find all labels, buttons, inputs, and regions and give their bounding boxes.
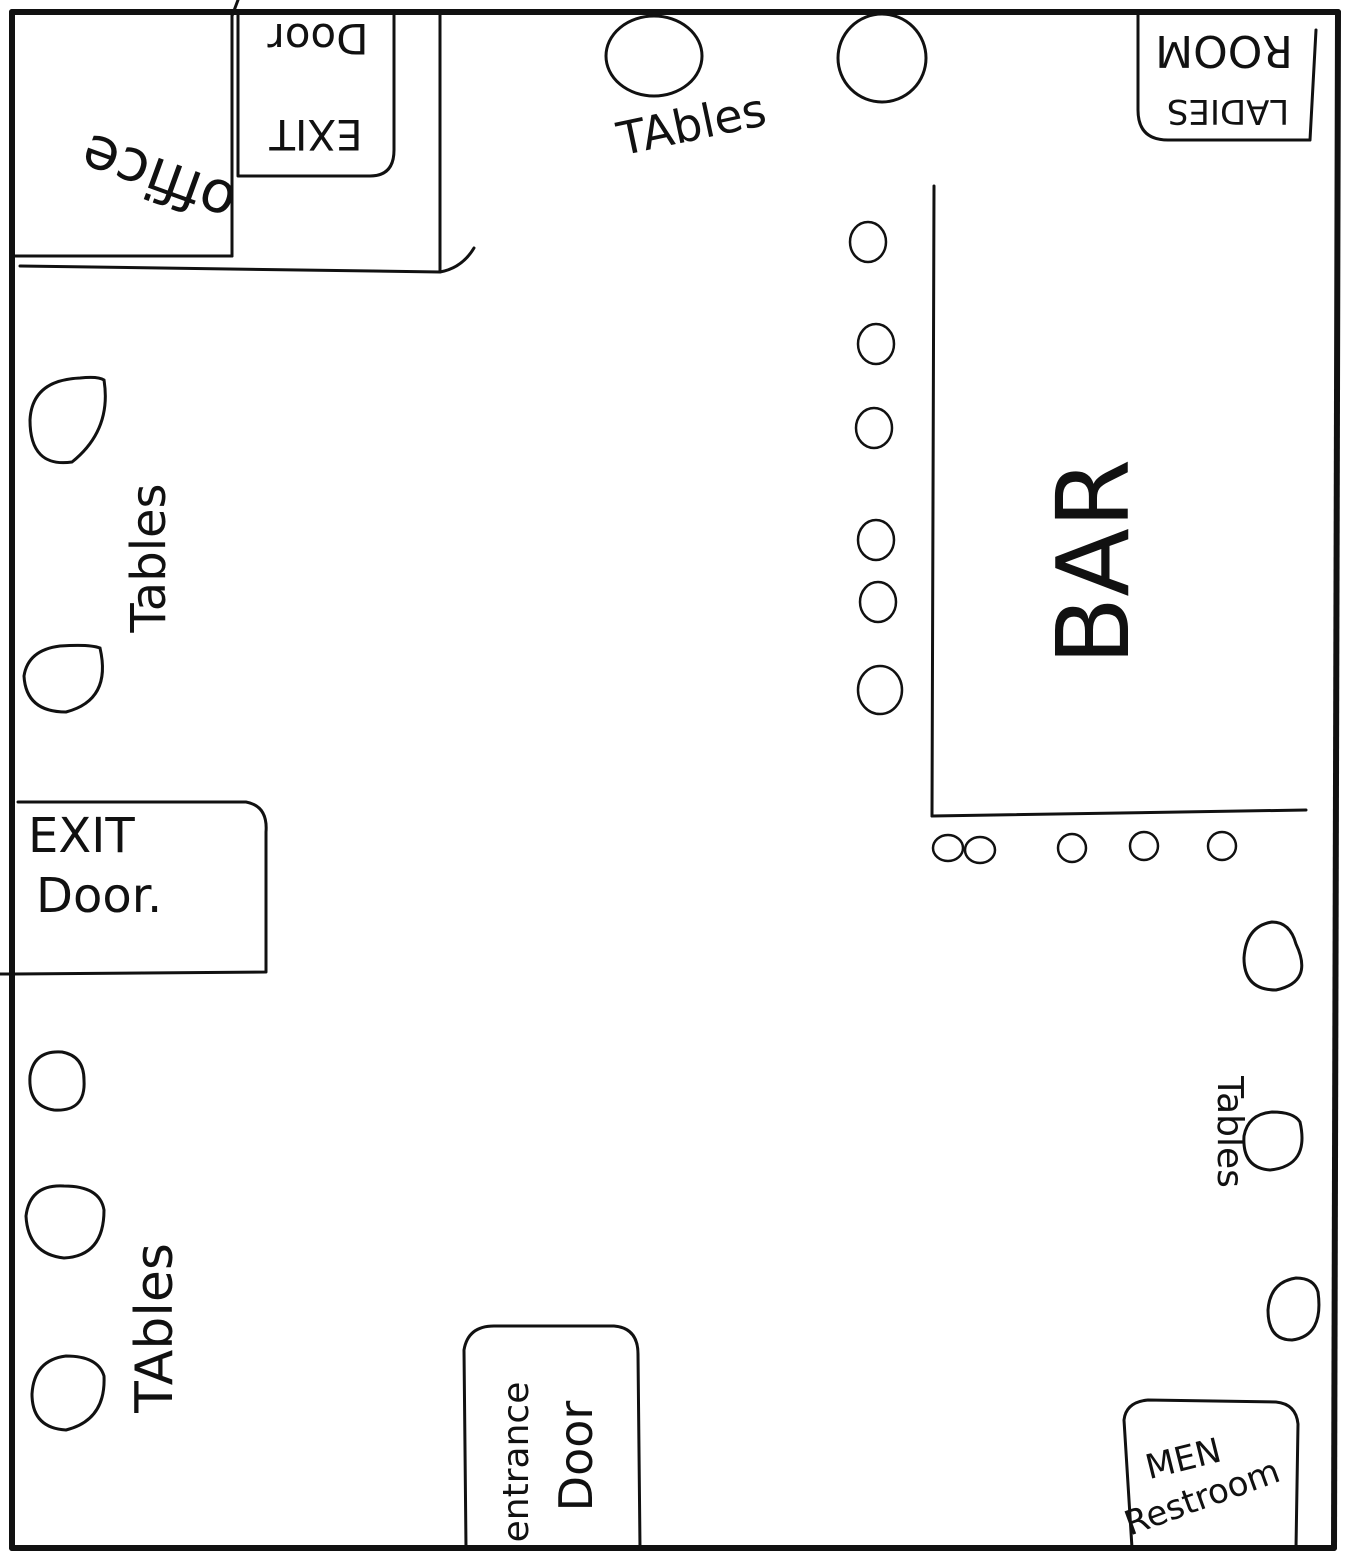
ladies-room-label-2: ROOM: [1155, 25, 1293, 76]
table[interactable]: [28, 375, 107, 465]
table[interactable]: [604, 14, 704, 98]
table[interactable]: [1242, 1110, 1304, 1172]
table[interactable]: [24, 1184, 106, 1260]
table[interactable]: [836, 12, 928, 104]
exit-door-top[interactable]: EXIT Door: [18, 10, 476, 274]
entrance-door-label-2: Door: [549, 1401, 603, 1512]
bar-stool[interactable]: [856, 518, 896, 562]
bar-label: BAR: [1035, 459, 1152, 666]
exit-door-top-label-2: Door: [267, 14, 369, 63]
table[interactable]: [1266, 1276, 1321, 1342]
bar-stool[interactable]: [854, 406, 894, 450]
office-room: office: [12, 0, 245, 258]
bar-stools-vertical: [848, 220, 904, 716]
bar-counter[interactable]: BAR: [930, 184, 1308, 818]
tables-left-upper: Tables: [22, 375, 177, 714]
table[interactable]: [30, 1354, 106, 1432]
exit-door-left[interactable]: EXIT Door.: [0, 800, 268, 976]
exit-door-left-label-2: Door.: [36, 868, 162, 924]
office-label: office: [72, 120, 245, 238]
bar-stool[interactable]: [963, 835, 997, 865]
tables-left-lower-label: TAbles: [125, 1243, 185, 1414]
ladies-room[interactable]: LADIES ROOM: [1136, 10, 1318, 142]
outer-walls: [9, 9, 1341, 1551]
ladies-room-label-1: LADIES: [1167, 91, 1289, 131]
bar-stool[interactable]: [1056, 832, 1088, 864]
tables-right: Tables: [1209, 920, 1321, 1342]
bar-stool[interactable]: [848, 220, 888, 264]
men-restroom[interactable]: MEN Restroom: [1119, 1398, 1300, 1550]
tables-right-label: Tables: [1209, 1075, 1250, 1188]
bar-stool[interactable]: [1206, 830, 1238, 862]
entrance-door[interactable]: entrance Door: [462, 1324, 642, 1550]
table[interactable]: [28, 1050, 86, 1112]
exit-door-left-label-1: EXIT: [28, 808, 135, 864]
tables-top-label: TAbles: [612, 82, 771, 166]
bar-stool[interactable]: [856, 322, 896, 366]
table[interactable]: [22, 643, 104, 714]
tables-left-upper-label: Tables: [121, 483, 177, 633]
bar-stool[interactable]: [856, 664, 904, 716]
table[interactable]: [1242, 920, 1304, 992]
bar-stools-horizontal: [931, 830, 1238, 865]
bar-stool[interactable]: [1128, 830, 1160, 862]
exit-door-top-label-1: EXIT: [269, 110, 363, 159]
entrance-door-label-1: entrance: [496, 1382, 537, 1543]
bar-stool[interactable]: [858, 580, 898, 624]
tables-top: TAbles: [604, 12, 928, 167]
bar-stool[interactable]: [931, 833, 965, 863]
tables-left-lower: TAbles: [24, 1050, 185, 1432]
